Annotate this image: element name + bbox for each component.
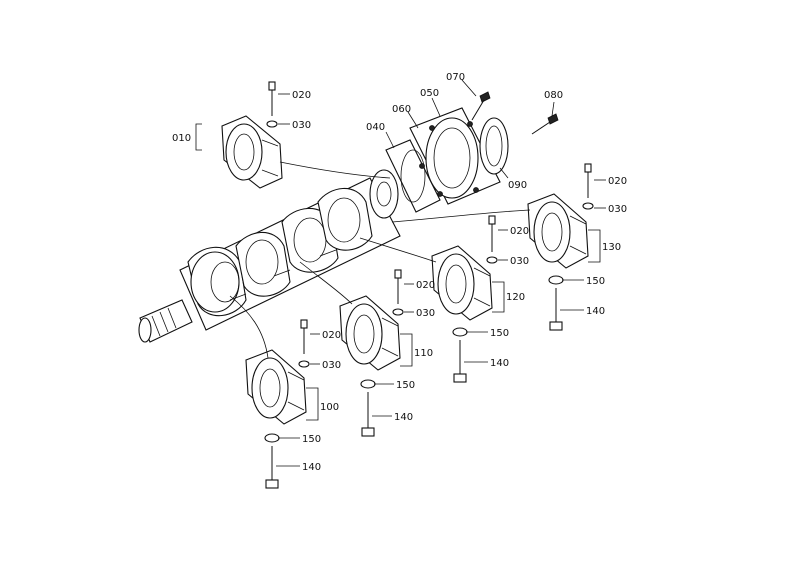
bolts-140 bbox=[265, 288, 563, 489]
label-110: 110 bbox=[414, 348, 433, 359]
label-040: 040 bbox=[366, 122, 385, 133]
main-bearing-case-010 bbox=[221, 115, 283, 189]
label-030: 030 bbox=[322, 360, 341, 371]
label-030: 030 bbox=[292, 120, 311, 131]
label-050: 050 bbox=[420, 88, 439, 99]
label-020: 020 bbox=[292, 90, 311, 101]
label-030: 030 bbox=[416, 308, 435, 319]
label-020: 020 bbox=[608, 176, 627, 187]
label-150: 150 bbox=[396, 380, 415, 391]
label-020: 020 bbox=[322, 330, 341, 341]
label-150: 150 bbox=[490, 328, 509, 339]
label-120: 120 bbox=[506, 292, 525, 303]
label-140: 140 bbox=[586, 306, 605, 317]
label-150: 150 bbox=[302, 434, 321, 445]
label-100: 100 bbox=[320, 402, 339, 413]
label-020: 020 bbox=[416, 280, 435, 291]
rear-seal-housing-assembly bbox=[385, 91, 559, 213]
label-030: 030 bbox=[510, 256, 529, 267]
main-bearing-case-130 bbox=[527, 193, 589, 269]
label-140: 140 bbox=[394, 412, 413, 423]
crankshaft bbox=[138, 169, 401, 343]
label-060: 060 bbox=[392, 104, 411, 115]
washers-030 bbox=[266, 120, 594, 368]
main-bearing-case-100 bbox=[245, 349, 307, 425]
label-090: 090 bbox=[508, 180, 527, 191]
assembly-lines bbox=[229, 161, 531, 359]
label-030: 030 bbox=[608, 204, 627, 215]
main-bearing-case-120 bbox=[431, 245, 493, 321]
callout-labels: 010 020 030 020 030 020 030 020 030 020 … bbox=[172, 72, 627, 473]
bolts-020 bbox=[268, 81, 592, 354]
callout-brackets bbox=[195, 123, 601, 421]
main-bearing-case-110 bbox=[339, 295, 401, 371]
label-020: 020 bbox=[510, 226, 529, 237]
label-010: 010 bbox=[172, 133, 191, 144]
label-080: 080 bbox=[544, 90, 563, 101]
label-130: 130 bbox=[602, 242, 621, 253]
label-140: 140 bbox=[302, 462, 321, 473]
label-140: 140 bbox=[490, 358, 509, 369]
label-150: 150 bbox=[586, 276, 605, 287]
leader-lines bbox=[276, 79, 606, 467]
label-070: 070 bbox=[446, 72, 465, 83]
washers-150 bbox=[264, 275, 564, 443]
